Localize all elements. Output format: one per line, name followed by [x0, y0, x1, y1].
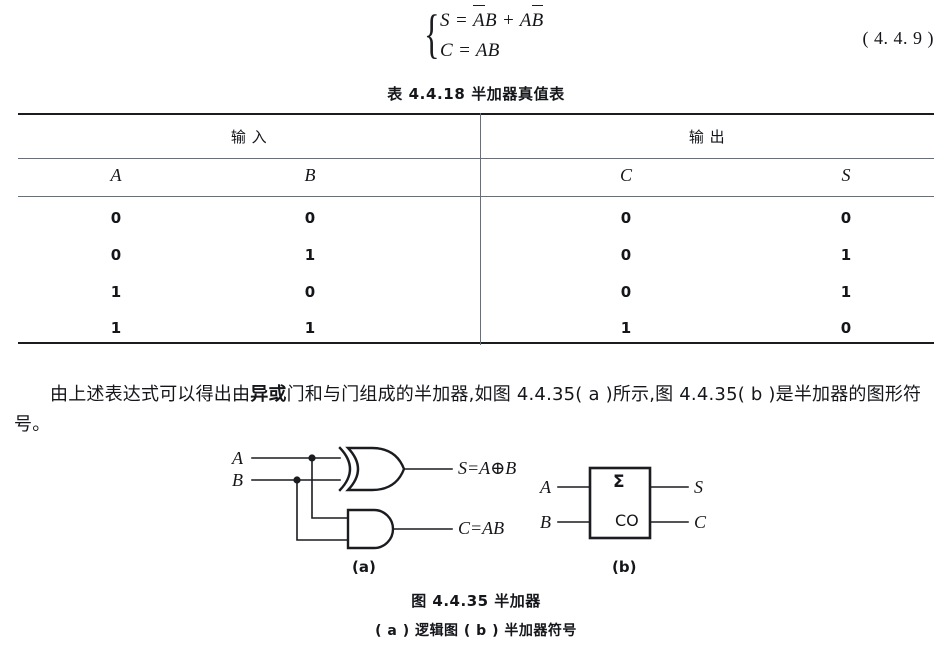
- equation-sum-prefix: S =: [440, 10, 474, 31]
- symbol-output-s-label: S: [694, 477, 703, 497]
- table-cell: 0: [840, 319, 852, 337]
- table-cell: 0: [620, 209, 632, 227]
- table-rule-top: [18, 113, 934, 115]
- logic-input-a-label: A: [232, 448, 243, 468]
- table-column-header-b: B: [304, 165, 316, 185]
- table-cell: 1: [304, 319, 316, 337]
- table-vertical-divider: [480, 113, 481, 345]
- paragraph-part1: 由上述表达式可以得出由: [50, 384, 251, 405]
- symbol-input-a-label: A: [540, 477, 551, 497]
- table-cell: 1: [840, 246, 852, 264]
- table-caption: 表 4.4.18 半加器真值表: [387, 85, 565, 103]
- table-rule-bottom: [18, 342, 934, 344]
- equation-sum-term1-bar: A: [473, 5, 485, 36]
- logic-input-b-label: B: [232, 470, 243, 490]
- table-cell: 1: [620, 319, 632, 337]
- wire-branch-b-to-and: [296, 479, 349, 541]
- symbol-output-c-label: C: [694, 512, 707, 532]
- equation-sum-term2-bar: B: [532, 5, 544, 36]
- table-cell: 0: [304, 283, 316, 301]
- logic-output-sum-label: S=A⊕B: [458, 458, 517, 478]
- table-rule-under-group: [18, 158, 934, 159]
- table-rule-under-vars: [18, 196, 934, 197]
- table-cell: 1: [304, 246, 316, 264]
- truth-table: 输 入 输 出 A B C S 0 0 0 0 0 1 0 1 1 0 0 1 …: [18, 113, 934, 345]
- equation-sum-term1-rest: B: [484, 10, 497, 31]
- table-cell: 0: [110, 246, 122, 264]
- table-group-header-input: 输 入: [230, 128, 268, 146]
- sigma-icon: Σ: [613, 472, 625, 492]
- figure-area: A B S=A⊕B C=AB (a) A B Σ CO S C (b) 图 4.…: [0, 440, 952, 650]
- figure-caption-sub: ( a ) 逻辑图 ( b ) 半加器符号: [375, 623, 577, 639]
- body-paragraph: 由上述表达式可以得出由异或门和与门组成的半加器,如图 4.4.35( a )所示…: [14, 380, 938, 440]
- junction-dot-a: [308, 454, 316, 462]
- equation-block: { S = AB + AB C = AB ( 4. 4. 9 ): [0, 0, 952, 76]
- equation-sum-term2-lead: A: [519, 10, 532, 31]
- figure-caption-main: 图 4.4.35 半加器: [411, 592, 541, 610]
- and-gate-body: [346, 508, 395, 550]
- equation-line-carry: C = AB: [440, 40, 500, 61]
- symbol-input-b-label: B: [540, 512, 551, 532]
- figure-sublabel-b: (b): [612, 558, 637, 576]
- equation-line-sum: S = AB + AB: [440, 5, 544, 36]
- paragraph-part2: 门和与门组成的半加器,如图 4.4.35( a )所示,图 4.4.35( b …: [14, 384, 922, 435]
- half-adder-diagrams-svg: [251, 446, 689, 550]
- figure-sublabel-a: (a): [352, 558, 376, 576]
- equation-lines: S = AB + AB C = AB: [440, 5, 544, 66]
- logic-output-carry-label: C=AB: [458, 518, 505, 538]
- table-cell: 0: [620, 283, 632, 301]
- paragraph-bold-xor: 异或: [250, 384, 287, 405]
- table-cell: 0: [110, 209, 122, 227]
- table-column-header-c: C: [619, 165, 632, 185]
- table-cell: 1: [110, 283, 122, 301]
- table-column-header-s: S: [841, 165, 851, 185]
- wire-branch-a-to-and: [311, 457, 349, 519]
- table-cell: 0: [620, 246, 632, 264]
- table-cell: 0: [840, 209, 852, 227]
- xor-gate-extra-arc: [338, 446, 352, 492]
- junction-dot-b: [293, 476, 301, 484]
- carry-out-label: CO: [615, 511, 639, 530]
- equation-brace: {: [424, 4, 440, 64]
- half-adder-block: [588, 466, 652, 540]
- table-cell: 0: [304, 209, 316, 227]
- table-column-header-a: A: [110, 165, 122, 185]
- table-cell: 1: [110, 319, 122, 337]
- xor-gate-body: [345, 446, 406, 492]
- table-cell: 1: [840, 283, 852, 301]
- table-group-header-output: 输 出: [688, 128, 726, 146]
- equation-number: ( 4. 4. 9 ): [862, 28, 934, 48]
- equation-sum-plus: +: [496, 10, 520, 31]
